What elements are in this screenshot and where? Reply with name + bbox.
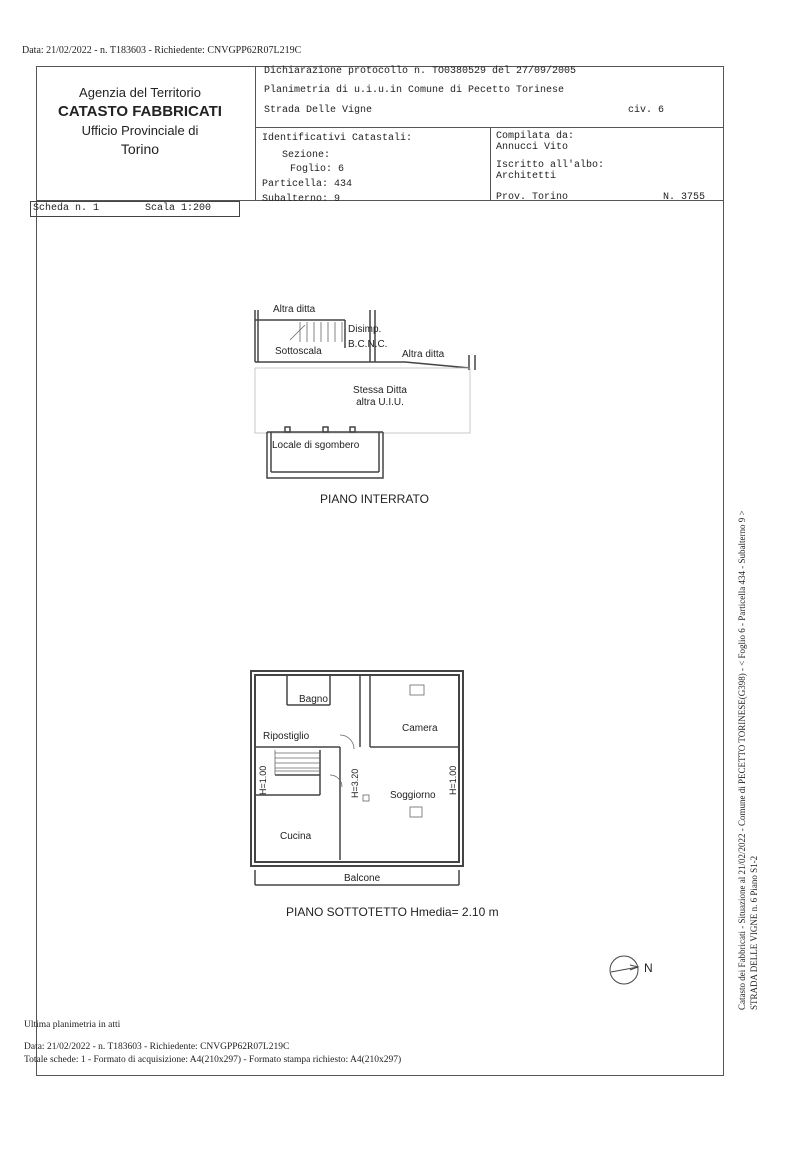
header-divider-v2 — [490, 127, 491, 200]
compiler-name: Annucci Vito — [496, 142, 569, 153]
declaration-street: Strada Delle Vigne — [264, 105, 373, 116]
attic-soggiorno: Soggiorno — [390, 790, 436, 801]
header-divider — [36, 200, 724, 201]
header-meta: Data: 21/02/2022 - n. T183603 - Richiede… — [22, 45, 302, 56]
attic-camera: Camera — [402, 723, 438, 734]
agency-name: Agenzia del Territorio — [79, 85, 201, 100]
footer-last-plan: Ultima planimetria in atti — [24, 1020, 121, 1030]
identifiers-foglio: Foglio: 6 — [290, 164, 345, 175]
header-divider-v1 — [255, 66, 256, 200]
identifiers-particella: Particella: 434 — [262, 179, 353, 190]
agency-block: Agenzia del Territorio CATASTO FABBRICAT… — [40, 85, 240, 157]
attic-h-right: H=1.00 — [448, 765, 458, 795]
basement-plan-drawing — [254, 310, 476, 479]
side-info: Catasto dei Fabbricati - Situazione al 2… — [735, 440, 759, 1020]
header-divider-h2 — [255, 127, 724, 128]
north-label: N — [644, 961, 653, 975]
attic-bagno: Bagno — [299, 694, 328, 705]
agency-dept: CATASTO FABBRICATI — [58, 103, 222, 120]
attic-cucina: Cucina — [280, 831, 312, 842]
side-info-line2: STRADA DELLE VIGNE n. 6 Piano S1-2 — [749, 855, 759, 1010]
compiler-prov: Prov. Torino — [496, 192, 569, 203]
basement-bcnc: B.C.N.C. — [348, 339, 388, 350]
basement-altra-uiu: altra U.I.U. — [356, 397, 404, 408]
basement-stessa-ditta: Stessa Ditta — [353, 385, 407, 396]
basement-disimp: Disimp. — [348, 324, 382, 335]
compiler-number: N. 3755 — [663, 192, 706, 203]
basement-sottoscala: Sottoscala — [275, 346, 322, 357]
compiler-label: Compilata da: — [496, 131, 575, 142]
attic-h-center: H=3.20 — [350, 768, 360, 798]
declaration-protocol: Dichiarazione protocollo n. TO0380529 de… — [264, 66, 577, 77]
attic-h-left: H=1.00 — [258, 765, 268, 795]
basement-locale: Locale di sgombero — [272, 440, 360, 451]
basement-title: PIANO INTERRATO — [320, 492, 429, 506]
attic-ripostiglio: Ripostiglio — [263, 731, 310, 742]
identifiers-subalterno: Subalterno: 9 — [262, 194, 341, 205]
agency-office: Ufficio Provinciale di — [81, 123, 199, 138]
scheda-box — [30, 201, 240, 217]
compiler-albo: Architetti — [496, 171, 557, 182]
north-arrow-icon — [609, 955, 640, 985]
compiler-albo-label: Iscritto all'albo: — [496, 160, 605, 171]
document-frame — [36, 66, 724, 1076]
attic-plan-drawing — [250, 670, 464, 886]
scheda-scale: Scala 1:200 — [145, 203, 212, 214]
declaration-civ: civ. 6 — [628, 105, 665, 116]
footer-totals: Totale schede: 1 - Formato di acquisizio… — [24, 1055, 402, 1065]
scheda-number: Scheda n. 1 — [33, 203, 100, 214]
declaration-plan: Planimetria di u.i.u.in Comune di Pecett… — [264, 85, 565, 96]
attic-balcone: Balcone — [344, 873, 381, 884]
basement-altra-ditta-1: Altra ditta — [273, 304, 316, 315]
footer-meta: Data: 21/02/2022 - n. T183603 - Richiede… — [24, 1042, 290, 1052]
basement-altra-ditta-2: Altra ditta — [402, 349, 445, 360]
agency-city: Torino — [120, 141, 160, 157]
identifiers-title: Identificativi Catastali: — [262, 133, 413, 144]
attic-title: PIANO SOTTOTETTO Hmedia= 2.10 m — [286, 905, 499, 919]
side-info-line1: Catasto dei Fabbricati - Situazione al 2… — [737, 510, 747, 1010]
identifiers-sezione: Sezione: — [282, 150, 331, 161]
